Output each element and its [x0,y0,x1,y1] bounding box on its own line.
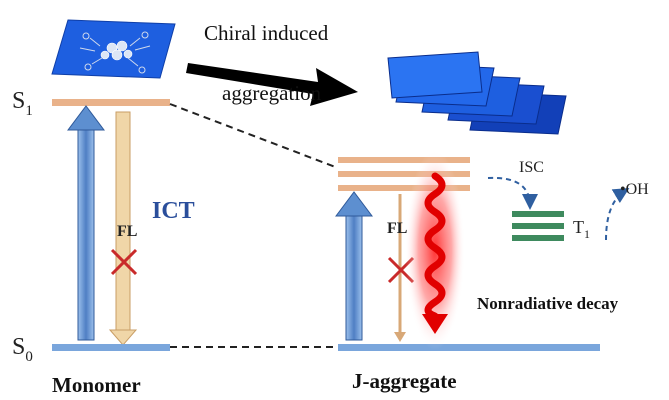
isc-arrow [487,176,538,210]
jaggregate-absorption-arrow [335,191,373,341]
oh-label: •OH [620,181,649,198]
monomer-fl-arrow [108,111,138,346]
fl-left-label: FL [117,223,137,240]
s1-label: S1 [12,88,33,119]
triplet-levels [512,211,564,241]
jaggregate-fl-arrow [394,194,406,342]
nonradiative-label: Nonradiative decay [477,294,619,313]
monomer-s1-level [52,99,170,106]
ict-label: ICT [152,198,195,224]
jaggregate-s0-level [338,344,600,351]
nonradiative-decay-arrow [405,150,465,350]
fl-right-label: FL [387,220,407,237]
s1-dashed-connector [169,103,339,169]
monomer-molecule-icon [51,19,176,79]
fl-left-cross-icon [110,248,138,276]
monomer-s0-level [52,344,170,351]
isc-label: ISC [519,159,544,176]
aggregate-stack-icon [387,51,567,135]
t1-label: T1 [573,217,590,241]
s0-label: S0 [12,334,33,365]
aggregation-arrow [186,63,358,106]
monomer-absorption-arrow [67,105,105,341]
arrow-label-line2: aggregation [222,81,322,105]
jaggregate-label: J-aggregate [352,369,457,393]
arrow-label-line1: Chiral induced [204,21,329,45]
monomer-label: Monomer [52,373,141,397]
jaggregate-excited-levels [338,157,470,191]
